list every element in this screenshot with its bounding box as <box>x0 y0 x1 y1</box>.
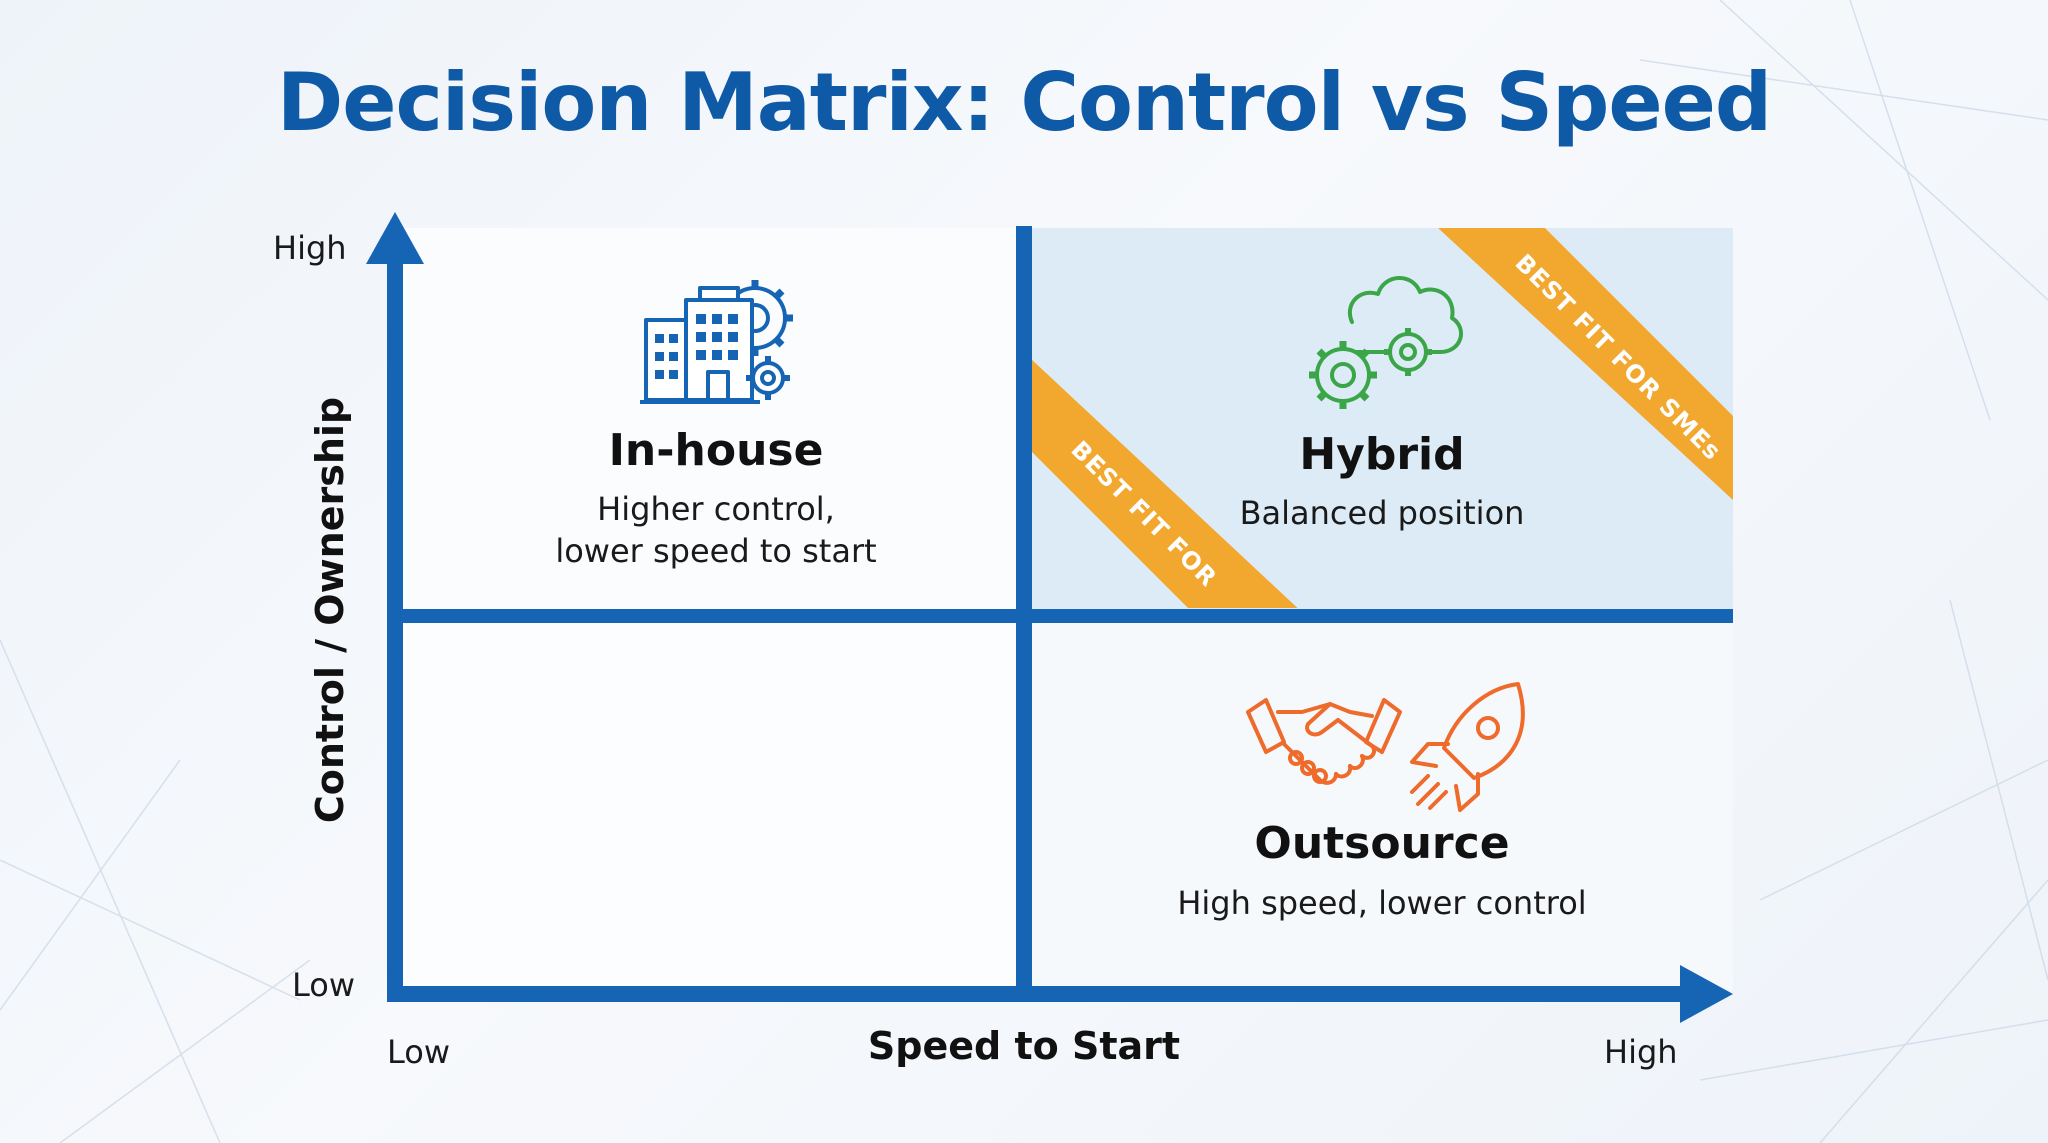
handshake-icon <box>1246 698 1402 785</box>
quadrant-bottom-left-bg <box>398 615 1023 990</box>
hybrid-desc: Balanced position <box>1239 494 1525 532</box>
x-axis-line <box>387 986 1687 1002</box>
outsource-title: Outsource <box>1254 818 1510 869</box>
ribbon-right <box>1438 228 1733 500</box>
y-axis-label: Control / Ownership <box>308 396 352 824</box>
y-axis-high-label: High <box>273 229 347 267</box>
x-axis-arrow <box>1680 965 1733 1023</box>
outsource-desc: High speed, lower control <box>1177 884 1587 922</box>
inhouse-desc-line1: Higher control, <box>597 490 835 528</box>
ribbon-left <box>1030 358 1298 608</box>
rocket-icon <box>1410 682 1525 812</box>
inhouse-desc-line2: lower speed to start <box>555 532 877 570</box>
building-gears-icon <box>640 280 793 404</box>
y-axis-line <box>387 258 403 1000</box>
page-title: Decision Matrix: Control vs Speed <box>276 56 1772 149</box>
inhouse-title: In-house <box>608 425 824 476</box>
quadrant-bottom-right-bg <box>1023 615 1733 990</box>
vertical-divider <box>1016 226 1032 988</box>
x-axis-low-label: Low <box>387 1033 451 1071</box>
hybrid-title: Hybrid <box>1299 429 1465 480</box>
horizontal-divider <box>392 609 1733 623</box>
y-axis-arrow <box>366 212 424 264</box>
x-axis-high-label: High <box>1604 1033 1678 1071</box>
quadrant-top-right-bg <box>1023 228 1733 615</box>
cloud-gears-icon <box>1309 276 1463 409</box>
y-axis-low-label: Low <box>292 966 356 1004</box>
x-axis-label: Speed to Start <box>867 1024 1181 1068</box>
